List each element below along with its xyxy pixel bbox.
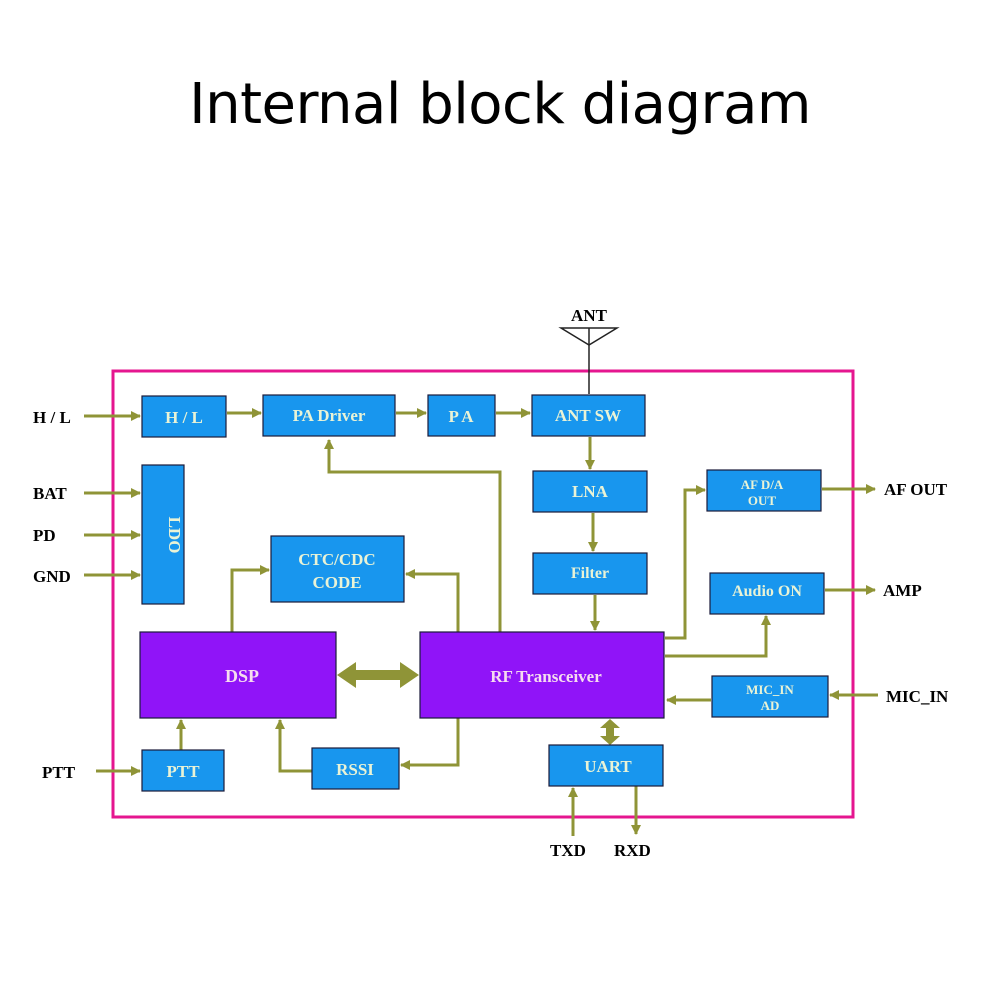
module-border bbox=[111, 369, 855, 819]
antenna-icon bbox=[558, 327, 620, 394]
svg-text:CODE: CODE bbox=[312, 573, 361, 592]
wire-rssi-dsp bbox=[275, 719, 312, 773]
pin-amp-label: AMP bbox=[883, 581, 922, 600]
pin-bat-label: BAT bbox=[33, 484, 67, 503]
svg-text:RF Transceiver: RF Transceiver bbox=[490, 667, 602, 686]
pin-rxd-label: RXD bbox=[614, 841, 651, 860]
svg-text:Audio ON: Audio ON bbox=[732, 583, 802, 600]
block-ant-sw: ANT SW bbox=[531, 394, 646, 437]
svg-text:UART: UART bbox=[584, 757, 632, 776]
wire-rf-padriver bbox=[324, 439, 502, 632]
svg-text:PTT: PTT bbox=[166, 762, 200, 781]
pin-txd-label: TXD bbox=[550, 841, 586, 860]
pin-af-out-label: AF OUT bbox=[884, 480, 948, 499]
svg-text:ANT SW: ANT SW bbox=[555, 406, 621, 425]
pin-mic-in-label: MIC_IN bbox=[886, 687, 949, 706]
pin-gnd-label: GND bbox=[33, 567, 71, 586]
pin-hl-label: H / L bbox=[33, 408, 71, 427]
svg-text:Filter: Filter bbox=[571, 565, 609, 582]
svg-text:CTC/CDC: CTC/CDC bbox=[298, 550, 375, 569]
block-ctc-cdc-code: CTC/CDC CODE bbox=[270, 535, 405, 603]
svg-text:MIC_IN: MIC_IN bbox=[746, 682, 794, 697]
block-lna: LNA bbox=[532, 470, 648, 513]
block-ldo: LDO bbox=[141, 464, 185, 605]
block-audio-on: Audio ON bbox=[709, 572, 825, 615]
wire-rf-ctc bbox=[405, 569, 460, 632]
block-dsp: DSP bbox=[139, 631, 337, 719]
block-hl: H / L bbox=[141, 395, 227, 438]
wire-rf-rssi bbox=[400, 718, 460, 770]
wire-dsp-ctc bbox=[230, 565, 270, 632]
block-pa-driver: PA Driver bbox=[262, 394, 396, 437]
svg-text:LNA: LNA bbox=[572, 482, 609, 501]
svg-text:AF D/A: AF D/A bbox=[741, 477, 784, 492]
antenna-label: ANT bbox=[571, 306, 608, 325]
svg-text:OUT: OUT bbox=[748, 493, 777, 508]
svg-text:PA Driver: PA Driver bbox=[293, 406, 366, 425]
bus-rf-uart-arrow bbox=[600, 719, 620, 745]
block-uart: UART bbox=[548, 744, 664, 787]
svg-text:H / L: H / L bbox=[165, 408, 203, 427]
block-filter: Filter bbox=[532, 552, 648, 595]
svg-text:AD: AD bbox=[761, 698, 780, 713]
block-af-da-out: AF D/A OUT bbox=[706, 469, 822, 512]
wire-rf-afda bbox=[665, 485, 706, 640]
pin-ptt-label: PTT bbox=[42, 763, 76, 782]
block-pa: P A bbox=[427, 394, 496, 437]
page-title: Internal block diagram bbox=[189, 72, 811, 137]
block-rssi: RSSI bbox=[311, 747, 400, 790]
svg-text:DSP: DSP bbox=[225, 666, 259, 686]
svg-text:RSSI: RSSI bbox=[336, 760, 374, 779]
block-ptt: PTT bbox=[141, 749, 225, 792]
block-mic-in-ad: MIC_IN AD bbox=[711, 675, 829, 718]
wire-rf-audioon bbox=[665, 615, 771, 658]
pin-pd-label: PD bbox=[33, 526, 56, 545]
svg-text:P A: P A bbox=[448, 407, 474, 426]
svg-text:LDO: LDO bbox=[165, 517, 184, 554]
block-rf-transceiver: RF Transceiver bbox=[419, 631, 665, 719]
wires bbox=[84, 408, 878, 836]
bus-dsp-rf-arrow bbox=[337, 662, 419, 688]
